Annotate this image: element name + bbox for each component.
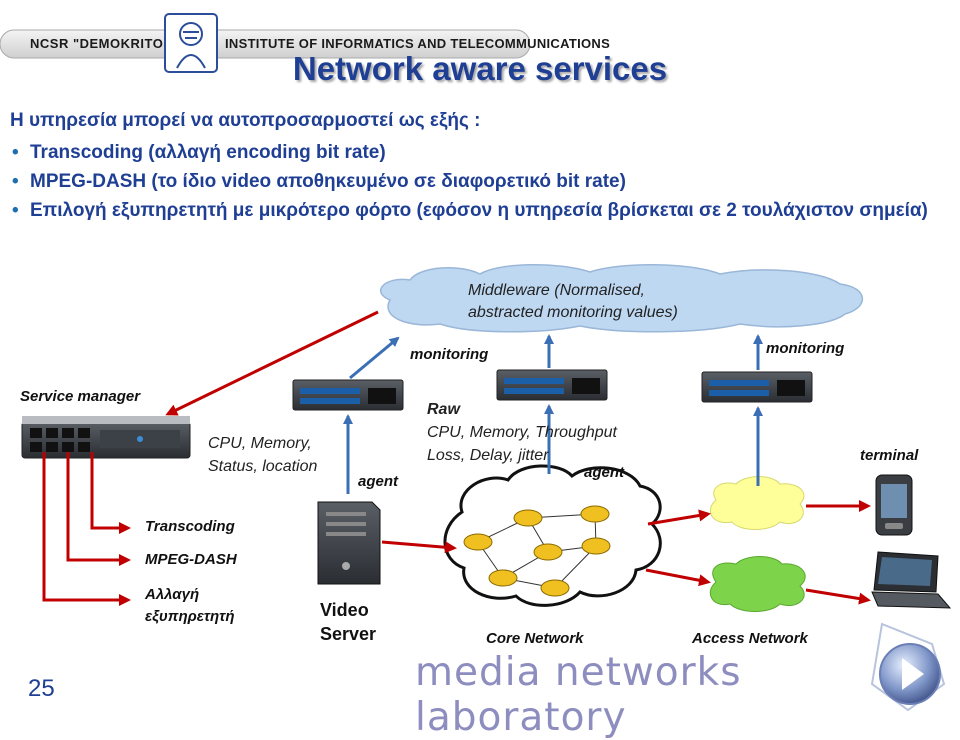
monitoring-server-left-icon <box>292 379 404 411</box>
bullet-list: •Transcoding (αλλαγή encoding bit rate) … <box>10 140 930 227</box>
mpeg-dash-label: MPEG-DASH <box>145 551 237 568</box>
core-to-access-green-arrow <box>645 568 711 587</box>
server-change-label: Αλλαγή εξυπηρετητή <box>145 586 235 625</box>
monitoring-left-label: monitoring <box>410 346 489 363</box>
mpeg-dash-arrow <box>66 452 131 566</box>
bullet-item: •MPEG-DASH (το ίδιο video αποθηκευμένο σ… <box>12 171 626 192</box>
raw-metrics-label: Raw CPU, Memory, Throughput Loss, Delay,… <box>427 401 617 464</box>
play-button-icon[interactable] <box>862 614 954 714</box>
monitoring-right-label: monitoring <box>766 340 845 357</box>
bullet-dot-icon: • <box>12 200 19 221</box>
access-to-laptop-arrow <box>805 588 871 605</box>
monitoring-server-middle-icon <box>496 369 608 401</box>
laptop-icon <box>871 551 952 609</box>
network-diagram <box>21 263 952 612</box>
transcoding-label: Transcoding <box>145 518 235 535</box>
monitor-left-to-middleware-arrow <box>349 336 400 380</box>
agent-right-label: agent <box>584 464 625 481</box>
bullet-dot-icon: • <box>12 171 19 192</box>
core-network-label: Core Network <box>486 630 584 647</box>
header-left-text: NCSR "DEMOKRITOS" <box>30 36 180 51</box>
core-to-access-yellow-arrow <box>647 509 711 526</box>
bullet-item: •Transcoding (αλλαγή encoding bit rate) <box>12 142 386 163</box>
access-network-yellow-cloud <box>710 476 805 530</box>
slide-title: Network aware services <box>292 50 668 87</box>
transcoding-arrow <box>90 452 131 534</box>
monitoring-server-right-icon <box>701 371 813 403</box>
terminal-label: terminal <box>860 447 919 464</box>
header-bar <box>0 29 530 59</box>
middleware-cloud <box>380 263 864 333</box>
smartphone-icon <box>875 474 913 536</box>
middleware-to-service-manager-arrow <box>165 310 379 416</box>
video-server-label: Video Server <box>320 600 377 644</box>
agent-left-label: agent <box>358 473 399 490</box>
server-change-arrow <box>42 452 131 606</box>
core-network-cloud <box>443 464 662 607</box>
access-network-green-cloud <box>709 556 806 612</box>
bullet-dot-icon: • <box>12 142 19 163</box>
institute-logo <box>164 13 218 73</box>
bullet-item: •Επιλογή εξυπηρετητή με μικρότερο φόρτο … <box>12 200 928 221</box>
intro-text: Η υπηρεσία μπορεί να αυτοπροσαρμοστεί ως… <box>10 110 481 131</box>
header-right-text: INSTITUTE OF INFORMATICS AND TELECOMMUNI… <box>225 36 611 51</box>
middleware-label: Middleware (Normalised, abstracted monit… <box>468 282 678 321</box>
video-server-tower-icon <box>317 501 381 585</box>
cpu-status-label: CPU, Memory, Status, location <box>208 435 318 475</box>
video-to-core-arrow <box>381 540 457 554</box>
service-manager-server-icon <box>21 416 191 459</box>
access-network-label: Access Network <box>692 630 808 647</box>
service-manager-label: Service manager <box>20 388 141 405</box>
lab-name-logo-text: media networks laboratory <box>415 650 742 740</box>
page-number: 25 <box>28 675 55 702</box>
